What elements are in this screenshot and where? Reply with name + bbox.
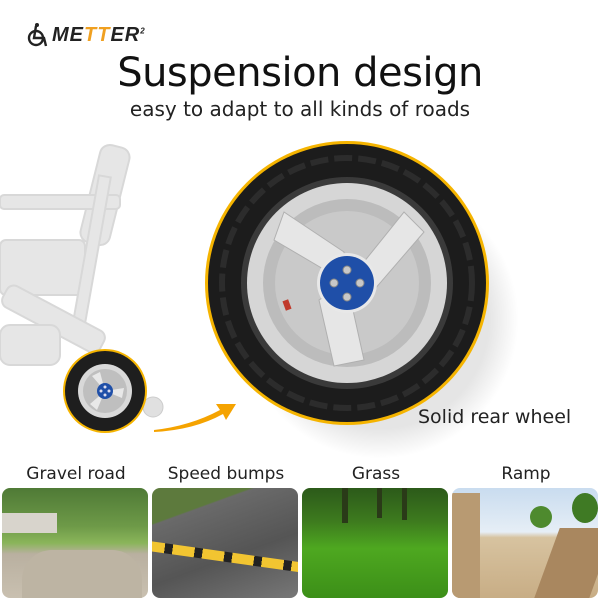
small-wheel-image <box>63 349 147 433</box>
brand-logo: METTER2 <box>24 22 146 48</box>
wheelchair-logo-icon <box>27 23 48 47</box>
road-label: Grass <box>351 464 401 484</box>
wheelchair-image <box>0 143 164 418</box>
road-ramp: Ramp <box>452 462 600 598</box>
road-grass: Grass <box>302 462 450 598</box>
road-label: Gravel road <box>26 464 126 484</box>
road-gravel: Gravel road <box>2 462 150 598</box>
page-subtitle: easy to adapt to all kinds of roads <box>129 97 471 121</box>
brand-name: METTER2 <box>52 23 146 46</box>
road-speed-bumps: Speed bumps <box>152 462 300 598</box>
solid-rear-wheel-image <box>205 141 489 425</box>
road-label: Ramp <box>501 464 551 484</box>
grass-photo <box>302 488 448 598</box>
speed-bumps-photo <box>152 488 298 598</box>
wheel-caption: Solid rear wheel <box>418 406 572 428</box>
road-types: Gravel road Speed bumps Grass Ramp <box>0 462 600 600</box>
arrow-icon <box>154 404 236 432</box>
ramp-photo <box>452 488 598 598</box>
page-title: Suspension design <box>117 50 483 96</box>
road-label: Speed bumps <box>167 464 285 484</box>
gravel-road-photo <box>2 488 148 598</box>
